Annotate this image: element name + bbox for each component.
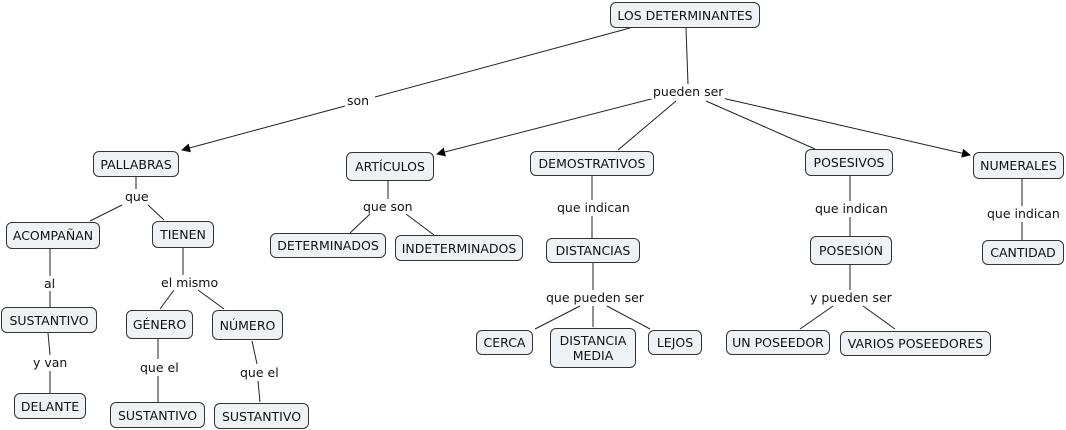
link-label-que-el-2: que el [238, 365, 281, 380]
node-posesivos[interactable]: POSESIVOS [805, 149, 893, 176]
edge-queel-sustantivo3 [257, 380, 261, 403]
link-label-pueden-ser: pueden ser [651, 84, 726, 99]
link-label-al: al [42, 276, 58, 291]
node-varios-poseedores[interactable]: VARIOS POSEEDORES [840, 331, 991, 356]
node-pallabras[interactable]: PALLABRAS [93, 151, 179, 177]
edge-quepuedenser-lejos [606, 305, 651, 330]
node-sustantivo-3[interactable]: SUSTANTIVO [214, 403, 309, 429]
edge-que-acompanan [89, 204, 123, 222]
link-label-que-el-1: que el [138, 360, 181, 375]
node-sustantivo-2[interactable]: SUSTANTIVO [110, 402, 205, 428]
node-un-poseedor[interactable]: UN POSEEDOR [726, 330, 830, 355]
node-sustantivo-1[interactable]: SUSTANTIVO [1, 307, 97, 333]
node-cerca[interactable]: CERCA [476, 330, 533, 355]
edge-elmismo-genero [159, 289, 175, 310]
edge-pueden-ser-numerales [721, 97, 971, 158]
edge-numero-queel [251, 340, 258, 365]
node-distancias[interactable]: DISTANCIAS [546, 238, 640, 263]
edge-son-pallabras [181, 105, 346, 153]
node-distancia-media[interactable]: DISTANCIA MEDIA [550, 328, 636, 368]
edge-pueden-ser-posesivos [705, 100, 816, 150]
link-label-que: que [123, 189, 151, 204]
edge-elmismo-numero [197, 289, 225, 310]
node-delante[interactable]: DELANTE [14, 393, 86, 419]
edge-ypuedenser-unposeedor [799, 305, 834, 330]
node-los-determinantes[interactable]: LOS DETERMINANTES [610, 2, 760, 28]
edge-queson-determinados [349, 213, 371, 234]
edge-sustantivo-yvan [47, 332, 51, 356]
node-posesion[interactable]: POSESIÓN [810, 236, 892, 265]
link-label-que-indican-2: que indican [813, 201, 890, 216]
link-label-que-indican-3: que indican [985, 206, 1062, 221]
node-acompanan[interactable]: ACOMPAÑAN [6, 222, 100, 249]
node-lejos[interactable]: LEJOS [648, 330, 702, 355]
node-numero[interactable]: NÚMERO [212, 310, 283, 340]
node-determinados[interactable]: DETERMINADOS [270, 233, 386, 258]
link-label-que-pueden-ser: que pueden ser [544, 290, 646, 305]
link-label-el-mismo: el mismo [159, 275, 221, 290]
node-articulos[interactable]: ARTÍCULOS [346, 152, 434, 181]
edge-root-pueden-ser [685, 27, 689, 85]
node-indeterminados[interactable]: INDETERMINADOS [395, 235, 523, 261]
node-numerales[interactable]: NUMERALES [973, 152, 1064, 179]
edge-queson-indeterminados [405, 213, 435, 236]
edge-pueden-ser-demostrativos [617, 100, 677, 151]
edge-ypuedenser-variosposeedores [862, 305, 896, 330]
node-tienen[interactable]: TIENEN [152, 221, 214, 248]
link-label-y-van: y van [31, 355, 70, 370]
link-label-son: son [345, 93, 372, 108]
node-genero[interactable]: GÉNERO [126, 310, 193, 339]
edge-root-son [374, 27, 631, 98]
node-demostrativos[interactable]: DEMOSTRATIVOS [530, 151, 654, 176]
edge-que-tienen [147, 204, 165, 221]
edge-pueden-ser-articulos [436, 97, 656, 157]
edge-quepuedenser-cerca [534, 305, 581, 330]
link-label-que-indican-1: que indican [555, 200, 632, 215]
link-label-y-pueden-ser: y pueden ser [808, 290, 894, 305]
node-cantidad[interactable]: CANTIDAD [982, 240, 1064, 265]
link-label-que-son: que son [361, 199, 415, 214]
